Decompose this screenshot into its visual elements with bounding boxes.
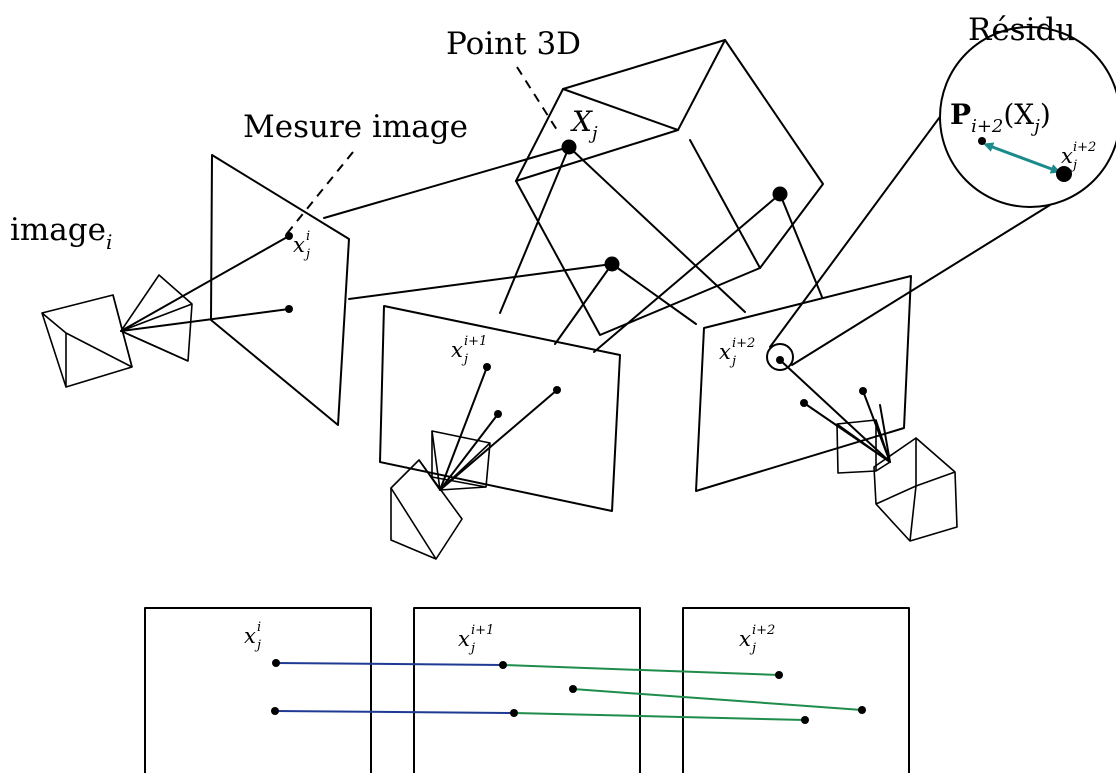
svg-text:x: x [451, 338, 463, 362]
image-plane-i [210, 154, 350, 426]
svg-text:i+1: i+1 [464, 334, 487, 349]
svg-text:j: j [1070, 158, 1077, 173]
camera-i2 [779, 359, 958, 542]
camera-i [41, 235, 290, 388]
svg-text:i: i [306, 229, 310, 244]
svg-text:x: x [719, 340, 731, 364]
svg-text:x: x [1061, 144, 1073, 168]
svg-text:j: j [303, 247, 310, 262]
label-mesure-image: Mesure image [243, 109, 468, 145]
point3d-leader [516, 66, 558, 131]
point3d-xj [561, 139, 577, 155]
svg-text:x: x [739, 627, 751, 651]
svg-text:j: j [254, 638, 261, 653]
svg-text:j: j [729, 354, 736, 369]
label-image-i: imagei [10, 212, 112, 254]
svg-text:j: j [749, 641, 756, 656]
label-panel-i2: x i+2 j [739, 623, 775, 656]
mesure-leader [284, 151, 354, 237]
svg-text:x: x [458, 627, 470, 651]
svg-text:i+2: i+2 [752, 623, 775, 638]
image-plane-i1 [379, 305, 621, 512]
measured-point [1056, 166, 1072, 182]
feature-tracks [274, 662, 863, 721]
image-plane-i2 [695, 275, 912, 492]
svg-text:j: j [461, 352, 468, 367]
label-point3d: Point 3D [446, 26, 581, 62]
image-measurements [285, 232, 867, 418]
svg-text:x: x [244, 624, 256, 648]
svg-text:i+2: i+2 [1073, 140, 1096, 155]
label-xj-i1-plane: x i+1 j [451, 334, 487, 367]
scene-cube [515, 39, 824, 336]
projected-point [978, 137, 986, 145]
svg-text:x: x [293, 233, 305, 257]
label-panel-i1: x i+1 j [458, 623, 494, 656]
point3d-3 [772, 186, 788, 202]
track-panels [144, 607, 910, 773]
projection-rays [323, 146, 823, 353]
camera-i1 [390, 366, 558, 560]
residual-arrow [983, 142, 1061, 174]
label-panel-i: x i j [244, 620, 261, 653]
svg-text:i+2: i+2 [732, 336, 755, 351]
track-points [271, 659, 866, 724]
label-xj-i-plane: x i j [293, 229, 310, 262]
label-residual-measure: x i+2 j [1061, 140, 1096, 173]
svg-text:j: j [468, 641, 475, 656]
svg-text:i: i [257, 620, 261, 635]
point3d-2 [604, 256, 620, 272]
label-xj-i2-plane: x i+2 j [719, 336, 755, 369]
label-xj-3d: Xj [570, 105, 598, 144]
label-projection: Pi+2(Xj) [950, 98, 1051, 137]
residual-magnifier [766, 26, 1116, 371]
label-residu: Résidu [968, 12, 1075, 48]
svg-text:i+1: i+1 [471, 623, 494, 638]
